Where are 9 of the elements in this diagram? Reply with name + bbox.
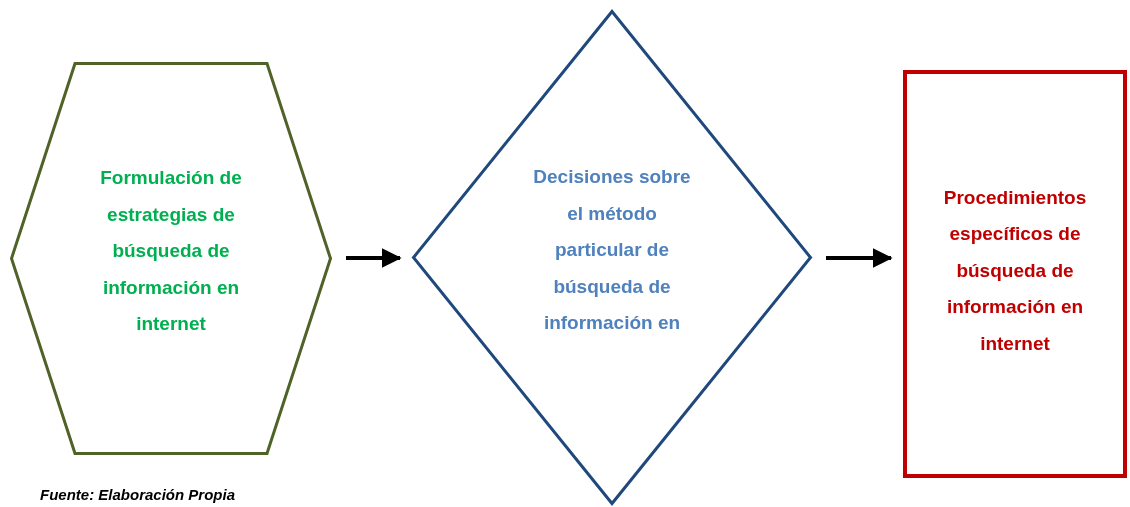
node-label: Procedimientos específicos de búsqueda de información en internet (942, 185, 1088, 356)
arrow (826, 248, 893, 268)
process-box (903, 70, 1127, 478)
hexagon-node (10, 62, 332, 455)
decision-diamond (412, 10, 812, 505)
node-label: Formulación de estrategias de búsqueda de información en internet (99, 166, 243, 337)
source-note: Fuente: Elaboración Propia (40, 486, 236, 503)
arrow (346, 248, 402, 268)
node-label: Decisiones sobre el método particular de búsqueda de información en (532, 165, 692, 336)
